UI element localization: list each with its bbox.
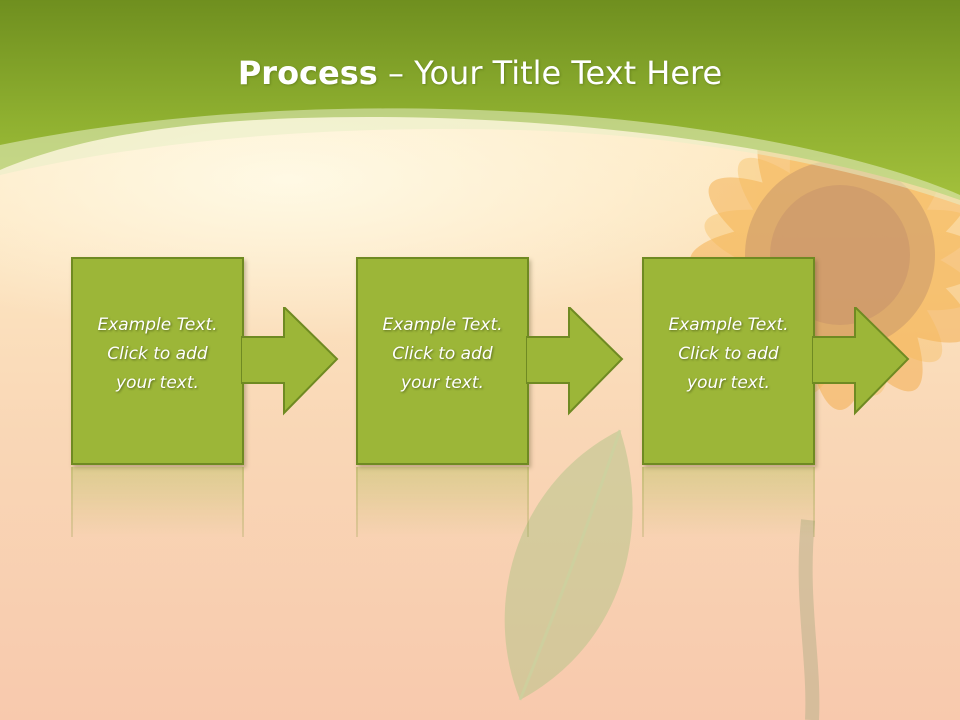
title-bold: Process (237, 54, 378, 92)
step-text[interactable]: Example Text. Click to add your text. (356, 311, 529, 398)
right-arrow-icon (526, 307, 624, 416)
step-line: Example Text. (382, 315, 503, 335)
right-arrow-icon (812, 307, 910, 416)
right-arrow-icon (241, 307, 339, 416)
step-line: your text. (401, 373, 484, 393)
process-step-2[interactable]: Example Text. Click to add your text. (356, 257, 624, 465)
step-line: Click to add (107, 344, 208, 364)
step-line: Click to add (678, 344, 779, 364)
step-line: Example Text. (668, 315, 789, 335)
step-text[interactable]: Example Text. Click to add your text. (71, 311, 244, 398)
step-reflection (71, 467, 244, 537)
process-step-3[interactable]: Example Text. Click to add your text. (642, 257, 910, 465)
step-line: your text. (116, 373, 199, 393)
step-line: Click to add (392, 344, 493, 364)
step-reflection (356, 467, 529, 537)
step-box[interactable] (71, 257, 244, 465)
process-step-1[interactable]: Example Text. Click to add your text. (71, 257, 339, 465)
step-box[interactable] (356, 257, 529, 465)
step-line: Example Text. (97, 315, 218, 335)
step-line: your text. (687, 373, 770, 393)
step-reflection (642, 467, 815, 537)
title-text: – Your Title Text Here (377, 54, 723, 92)
step-text[interactable]: Example Text. Click to add your text. (642, 311, 815, 398)
page-title: Process – Your Title Text Here (0, 54, 960, 92)
